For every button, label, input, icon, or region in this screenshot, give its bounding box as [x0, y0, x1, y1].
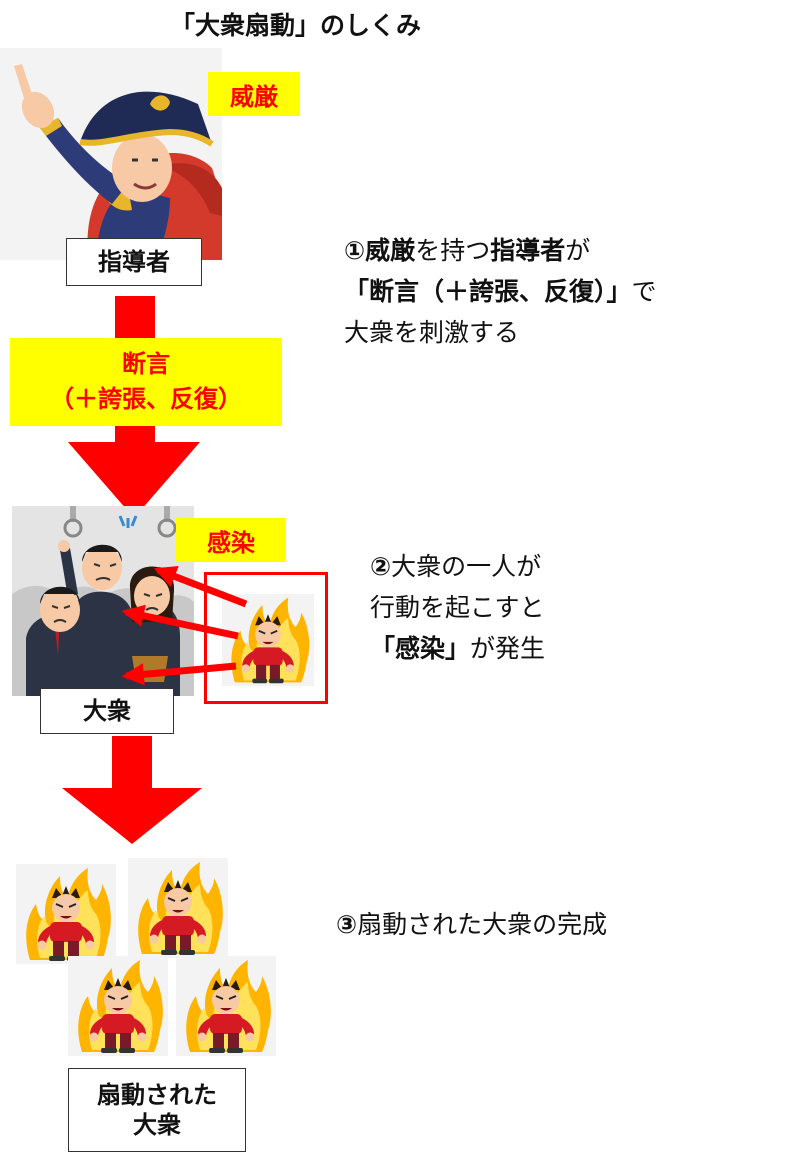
fired-up-person-icon — [128, 858, 228, 958]
step-3-line-1: ③扇動された大衆の完成 — [336, 904, 607, 945]
step-2-line-1: ②大衆の一人が — [370, 546, 545, 587]
step-2-num: ② — [370, 552, 392, 581]
instigator-frame — [204, 572, 328, 704]
step-3-description: ③扇動された大衆の完成 — [336, 904, 607, 945]
assertion-line-2: （＋誇張、反復） — [50, 385, 242, 413]
step-1-line-3: 大衆を刺激する — [344, 318, 520, 347]
leader-illustration — [0, 48, 222, 260]
incited-line-2: 大衆 — [133, 1111, 181, 1139]
step-1-num: ① — [344, 236, 366, 265]
step-1-description: ①威厳を持つ指導者が 「断言（＋誇張、反復）」で 大衆を刺激する — [344, 230, 657, 353]
arrow-head-2 — [62, 788, 202, 844]
step-3-text-1: 扇動された大衆の完成 — [357, 910, 608, 939]
step-2-bold: 「感染」 — [370, 634, 471, 663]
arrow-stem-2 — [112, 736, 152, 792]
fired-up-person-icon — [176, 956, 276, 1056]
fired-up-person-icon — [16, 864, 116, 964]
step-1-line-2: 「断言（＋誇張、反復）」で — [344, 271, 657, 312]
step-1-line-1: ①威厳を持つ指導者が — [344, 230, 657, 271]
assertion-label: 断言 （＋誇張、反復） — [10, 338, 282, 426]
page-title: 「大衆扇動」のしくみ — [170, 11, 422, 40]
step-2-line-2: 行動を起こすと — [370, 593, 545, 622]
authority-label: 威厳 — [208, 72, 300, 116]
step-1-text-2: が — [565, 236, 591, 265]
leader-label: 指導者 — [66, 238, 202, 286]
step-1-bold-1: 威厳 — [365, 236, 416, 265]
step-1-text-1: を持つ — [415, 236, 491, 265]
fired-up-person-icon — [68, 956, 168, 1056]
masses-label: 大衆 — [40, 688, 174, 734]
step-2-description: ②大衆の一人が 行動を起こすと 「感染」が発生 — [370, 546, 545, 669]
step-2-text-1: 大衆の一人が — [391, 552, 542, 581]
step-2-line-3: 「感染」が発生 — [370, 628, 545, 669]
step-2-text-3: が発生 — [470, 634, 546, 663]
assertion-line-1: 断言 — [122, 350, 170, 379]
step-1-bold-3: 「断言（＋誇張、反復）」 — [344, 277, 632, 306]
incited-masses-label: 扇動された 大衆 — [68, 1068, 246, 1152]
arrow-head-1 — [68, 442, 200, 518]
incited-line-1: 扇動された — [97, 1081, 217, 1109]
step-1-bold-2: 指導者 — [490, 236, 566, 265]
infection-label: 感染 — [176, 518, 286, 562]
step-3-num: ③ — [336, 910, 358, 939]
step-1-text-3: で — [631, 277, 657, 306]
